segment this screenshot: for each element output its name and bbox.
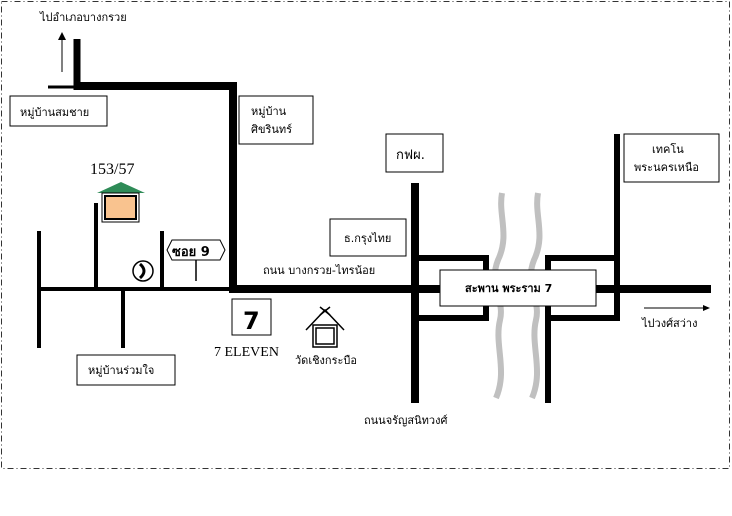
map-border: [1, 1, 730, 469]
box-village-ruamjai: [76, 354, 176, 386]
label-bridge: สะพาน พระราม 7: [465, 282, 552, 295]
arrow-right-icon: [703, 305, 710, 311]
house-number: 153/57: [90, 161, 134, 178]
road-top: [77, 82, 237, 293]
phone-handset: [138, 262, 146, 280]
label-techno-1: เทคโน: [652, 142, 684, 156]
label-road-bang-kruai: ถนน บางกรวย-ไทรน้อย: [263, 264, 375, 277]
box-techno: [623, 133, 720, 183]
house-body: [104, 195, 137, 220]
label-temple: วัดเชิงกระบือ: [295, 354, 357, 367]
north-arrow-head-icon: [58, 32, 66, 40]
seven-eleven-icon: [231, 298, 272, 336]
box-village-sikharin: [238, 95, 314, 145]
label-to-bang-kruai: ไปอำเภอบางกรวย: [39, 11, 127, 24]
soi-sign: [166, 239, 226, 261]
bridge-ramp: [415, 304, 489, 321]
label-egat: กฟผ.: [396, 148, 425, 163]
box-village-somchai: [9, 95, 108, 127]
seven-eleven-logo: 7: [243, 307, 260, 335]
box-krungthai: [329, 218, 407, 257]
label-village-somchai: หมู่บ้านสมชาย: [20, 106, 89, 119]
label-techno-2: พระนครเหนือ: [634, 161, 699, 174]
label-road-charansanitwong: ถนนจรัญสนิทวงศ์: [364, 414, 447, 427]
box-egat: [385, 133, 444, 173]
label-krungthai: ธ.กรุงไทย: [344, 232, 391, 245]
bridge-ramp: [415, 255, 489, 272]
label-village-sikharin-2: ศิขรินทร์: [251, 123, 292, 136]
label-village-sikharin-1: หมู่บ้าน: [251, 105, 287, 118]
box-bridge: [439, 269, 597, 307]
label-to-wongsawang: ไปวงศ์สว่าง: [641, 317, 697, 330]
house-roof-icon: [97, 182, 145, 193]
bridge-ramp: [545, 255, 617, 272]
label-seven-eleven: 7 ELEVEN: [214, 345, 279, 360]
label-village-ruamjai: หมู่บ้านร่วมใจ: [88, 364, 154, 377]
temple-icon: [305, 306, 345, 348]
soi-sign-label: ซอย 9: [172, 245, 210, 260]
